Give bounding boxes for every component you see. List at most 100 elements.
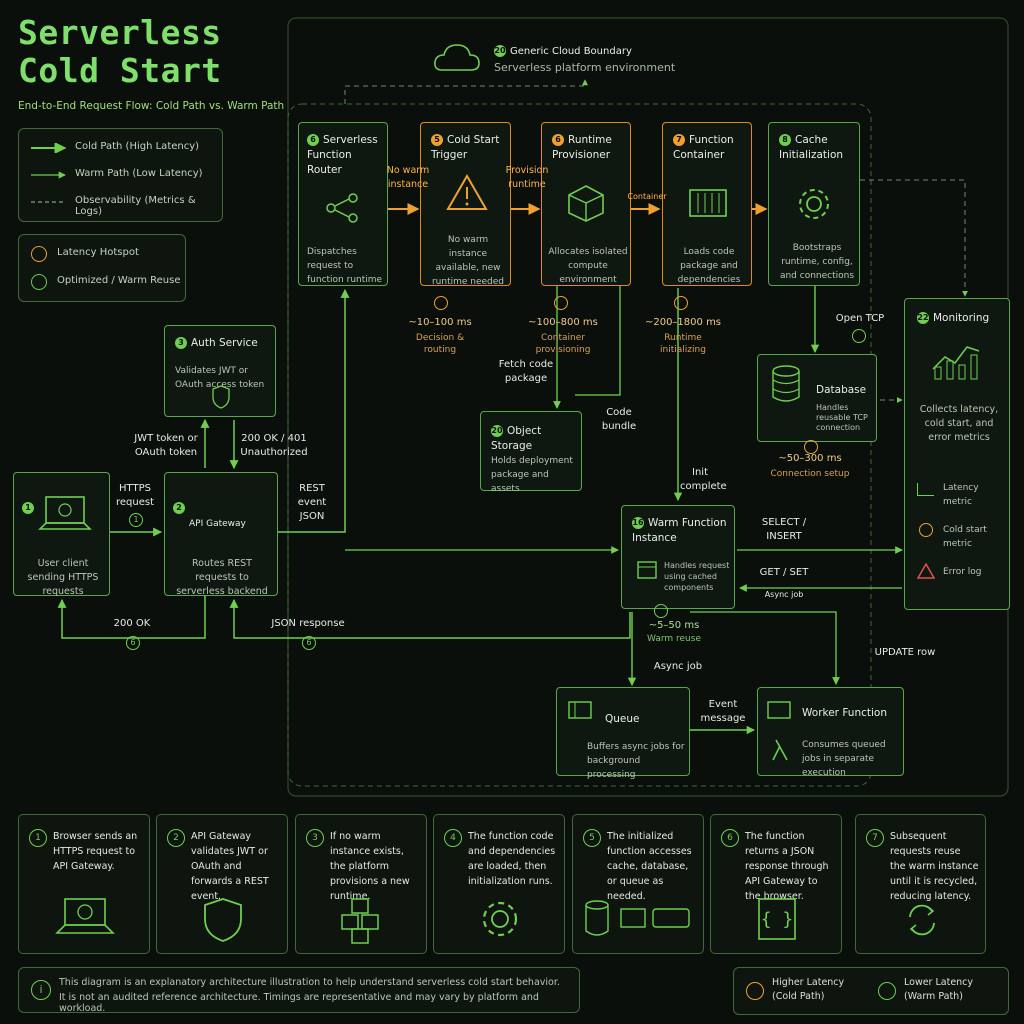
label-https: HTTPS request xyxy=(115,483,154,508)
legend-cold-path: Cold Path (High Latency) xyxy=(75,141,200,152)
legend-observability: Observability (Metrics & Logs) xyxy=(75,195,196,217)
label-container: Container xyxy=(627,192,667,201)
metric-db-label: Connection setup xyxy=(770,469,850,479)
metric-provision-time: ~100–800 ms xyxy=(528,317,598,328)
laptop-icon xyxy=(55,898,115,934)
cold-path-arrow-icon xyxy=(31,143,67,153)
json-step-badge: 6 xyxy=(302,636,316,650)
shield-icon xyxy=(204,898,242,942)
metric-runtime-label: Runtime initializing xyxy=(660,333,706,355)
refresh-icon xyxy=(909,904,935,936)
warning-icon xyxy=(446,173,488,210)
https-step-badge: 1 xyxy=(129,513,143,527)
label-init-complete: Init complete xyxy=(680,467,727,492)
warm-path-arrow-icon xyxy=(31,171,66,179)
label-select-insert: SELECT / INSERT xyxy=(761,517,807,542)
laptop-icon xyxy=(38,496,92,530)
label-open-tcp: Open TCP xyxy=(835,313,885,324)
stopwatch-icon-3 xyxy=(674,296,688,310)
step-card-1: 1 Browser sends an HTTPS request to API … xyxy=(18,814,150,954)
metric-router-label: Decision & routing xyxy=(415,333,465,355)
worker-function-node[interactable]: Worker Function Consumes queued jobs in … xyxy=(757,687,904,778)
share-icon xyxy=(326,193,358,223)
latency-key: Higher Latency (Cold Path) Lower Latency… xyxy=(733,967,1009,1015)
label-event-message: Event message xyxy=(700,699,746,724)
label-fetch-code: Fetch code package xyxy=(498,359,554,384)
ok-step-badge: 6 xyxy=(126,636,140,650)
database-icon xyxy=(585,900,690,936)
stopwatch-metric-icon xyxy=(919,523,933,537)
metric-db-time: ~50–300 ms xyxy=(778,453,842,464)
legend-warm-path: Warm Path (Low Latency) xyxy=(75,168,203,179)
queue-icon xyxy=(568,701,592,719)
step-card-6: 6 The function returns a JSON response t… xyxy=(710,814,842,954)
boundary-subtitle: Serverless platform environment xyxy=(494,61,676,74)
error-icon xyxy=(917,563,935,579)
stopwatch-green-tcp-icon xyxy=(852,329,866,343)
step-card-5: 5 The initialized function accesses cach… xyxy=(572,814,704,954)
label-jwt: JWT token or OAuth token xyxy=(134,433,198,458)
path-legend: Cold Path (High Latency) Warm Path (Low … xyxy=(18,128,223,222)
step-card-2: 2 API Gateway validates JWT or OAuth and… xyxy=(156,814,288,954)
label-json-response: JSON response xyxy=(271,618,345,629)
stopwatch-green-icon xyxy=(878,982,896,1000)
metric-warm-label: Warm reuse xyxy=(647,634,701,644)
stopwatch-icon-4 xyxy=(804,440,818,454)
label-no-warm: No warm instance xyxy=(386,165,430,190)
braces-icon: { } xyxy=(758,898,796,940)
step-card-4: 4 The function code and dependencies are… xyxy=(433,814,565,954)
stopwatch-icon-2 xyxy=(554,296,568,310)
step-card-3: 3 If no warm instance exists, the platfo… xyxy=(295,814,427,954)
lambda-icon xyxy=(772,739,788,761)
observability-arrow-icon xyxy=(31,201,65,203)
svg-text:{ }: { } xyxy=(761,909,794,930)
database-node[interactable]: Database Handles reusable TCP connection xyxy=(757,354,877,442)
step-card-7: 7 Subsequent requests reuse the warm ins… xyxy=(855,814,986,954)
user-client-node[interactable]: 1 User client sending HTTPS requests xyxy=(13,472,110,597)
label-200-401: 200 OK / 401 Unauthorized xyxy=(240,433,308,458)
cubes-icon xyxy=(341,898,379,944)
gear-icon xyxy=(482,901,518,937)
label-update-row: UPDATE row xyxy=(874,647,936,658)
stopwatch-green-icon xyxy=(31,274,47,290)
cube-icon xyxy=(568,185,604,222)
label-rest: REST event JSON xyxy=(297,483,327,522)
latency-legend: Latency Hotspot Optimized / Warm Reuse xyxy=(18,234,186,302)
metric-runtime-time: ~200–1800 ms xyxy=(644,317,722,328)
metric-router-time: ~10–100 ms xyxy=(408,317,472,328)
stopwatch-warm-icon xyxy=(654,604,668,618)
stopwatch-orange-icon xyxy=(31,246,47,262)
gear-icon xyxy=(799,189,829,219)
legend-optimized: Optimized / Warm Reuse xyxy=(57,275,181,286)
label-get-set: GET / SET xyxy=(759,567,809,578)
label-provision: Provision runtime xyxy=(505,165,549,190)
worker-icon xyxy=(767,701,791,719)
lock-icon xyxy=(212,385,230,409)
stopwatch-orange-icon xyxy=(746,982,764,1000)
label-code-bundle: Code bundle xyxy=(601,407,637,432)
stopwatch-icon-1 xyxy=(434,296,448,310)
legend-latency-hotspot: Latency Hotspot xyxy=(57,247,139,258)
queue-node[interactable]: Queue Buffers async jobs for background … xyxy=(556,687,690,780)
metric-provision-label: Container provisioning xyxy=(535,333,591,355)
chart-icon xyxy=(932,346,980,380)
label-async-job-small: Async job xyxy=(764,590,804,599)
disclaimer-note: i This diagram is an explanatory archite… xyxy=(18,967,580,1014)
metric-warm-time: ~5–50 ms xyxy=(648,620,700,631)
label-200-ok: 200 OK xyxy=(113,618,151,629)
api-gateway-node[interactable]: 2 API Gateway Routes REST requests to se… xyxy=(164,472,278,597)
page-subtitle: End-to-End Request Flow: Cold Path vs. W… xyxy=(18,100,285,112)
label-async-job: Async job xyxy=(653,661,703,672)
info-icon: i xyxy=(31,980,51,1000)
